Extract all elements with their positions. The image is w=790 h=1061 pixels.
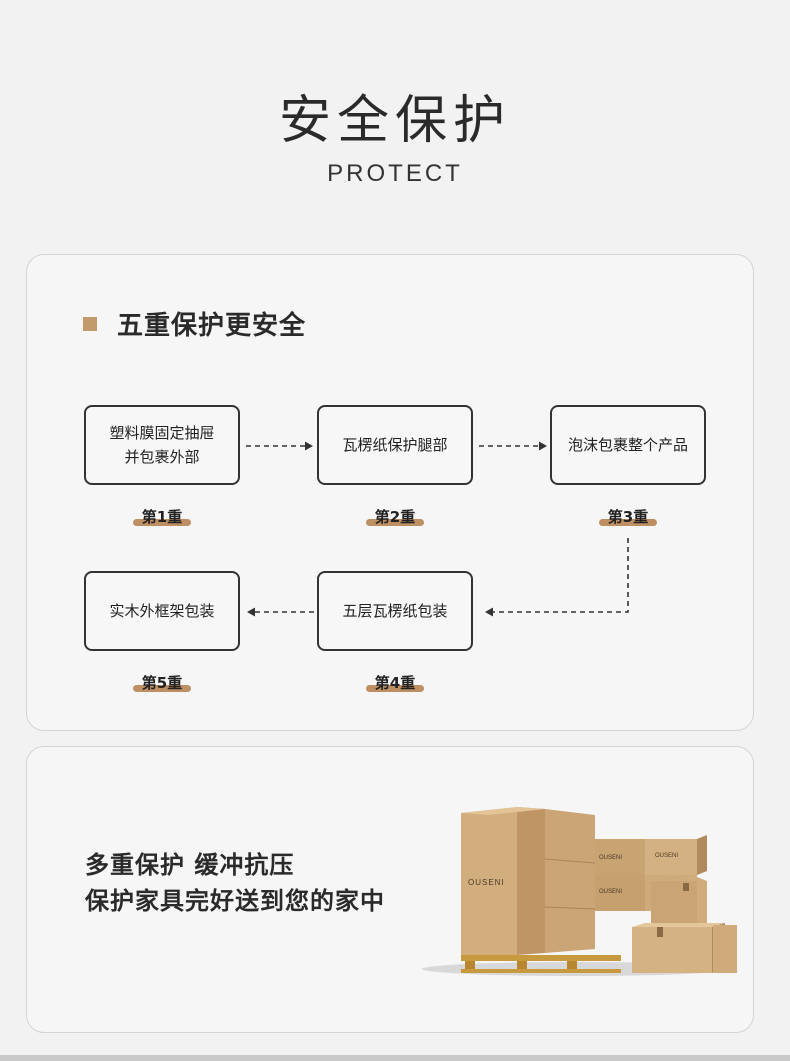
step-1-line1: 塑料膜固定抽屉 (109, 424, 215, 442)
square-bullet-icon (83, 316, 97, 331)
brand-label: OUSENI (468, 878, 505, 887)
cardboard-boxes-image: OUSENI OUSENI OUSENI OUSENI (422, 807, 737, 976)
promo-line-1: 多重保护 缓冲抗压 (85, 851, 295, 879)
step-tag-1: 第1重 (107, 506, 217, 528)
arrow-3-to-4 (493, 538, 629, 613)
step-3-line1: 泡沫包裹整个产品 (567, 436, 688, 454)
step-5-line1: 实木外框架包装 (109, 602, 215, 620)
step-box-5: 实木外框架包装 (84, 571, 240, 651)
page-title: 安全保护 (278, 91, 511, 151)
step-tag-5: 第5重 (107, 672, 217, 694)
step-box-1: 塑料膜固定抽屉 并包裹外部 (84, 405, 240, 485)
flow-arrows (246, 441, 629, 617)
section-title: 五重保护更安全 (117, 311, 307, 341)
arrowhead-right-icon (539, 441, 547, 451)
step-box-4: 五层瓦楞纸包装 (317, 571, 473, 651)
arrowhead-left-icon (247, 607, 255, 617)
brand-label: OUSENI (599, 889, 622, 895)
step-tag-3: 第3重 (573, 506, 683, 528)
step-2-line1: 瓦楞纸保护腿部 (342, 436, 448, 454)
promo-line-2: 保护家具完好送到您的家中 (85, 887, 385, 915)
brand-label: OUSENI (599, 855, 622, 861)
step-4-line1: 五层瓦楞纸包装 (342, 602, 448, 620)
step-tag-4: 第4重 (340, 672, 450, 694)
brand-label: OUSENI (655, 853, 678, 859)
page-subtitle: PROTECT (327, 160, 463, 187)
step-box-2: 瓦楞纸保护腿部 (317, 405, 473, 485)
step-box-3: 泡沫包裹整个产品 (550, 405, 706, 485)
promo-slogan: 多重保护 缓冲抗压 保护家具完好送到您的家中 (85, 847, 385, 919)
footer-divider (0, 1055, 790, 1061)
step-tag-2: 第2重 (340, 506, 450, 528)
section-header: 五重保护更安全 (83, 305, 306, 342)
promo-card: 多重保护 缓冲抗压 保护家具完好送到您的家中 OUSENI OUSENI OUS… (26, 746, 754, 1033)
arrowhead-left-icon (485, 607, 493, 617)
step-1-line2: 并包裹外部 (124, 448, 200, 466)
arrowhead-right-icon (305, 441, 313, 451)
protection-flow-card: 五重保护更安全 塑料膜固定抽屉 并包裹外部 第1重 瓦楞纸保护腿部 第2重 泡沫… (26, 254, 754, 731)
